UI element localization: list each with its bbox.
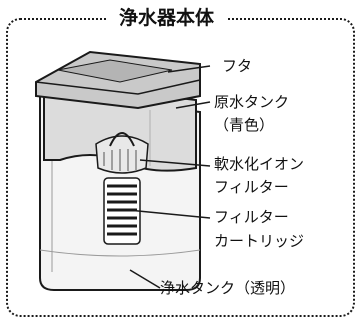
softener-filter-shape	[95, 135, 149, 174]
label-softener-line1: 軟水化イオン	[214, 155, 305, 173]
filter-cartridge-shape	[103, 177, 141, 245]
label-softener-line2: フィルター	[214, 178, 289, 196]
label-raw-tank-note: （青色）	[214, 116, 275, 134]
label-raw-tank: 原水タンク	[214, 93, 290, 111]
label-filter-line2: カートリッジ	[214, 232, 305, 250]
label-lid: フタ	[222, 57, 253, 75]
label-clean-tank: 浄水タンク（透明）	[160, 279, 296, 297]
diagram-title: 浄水器本体	[107, 4, 227, 32]
label-filter-line1: フィルター	[214, 208, 289, 226]
